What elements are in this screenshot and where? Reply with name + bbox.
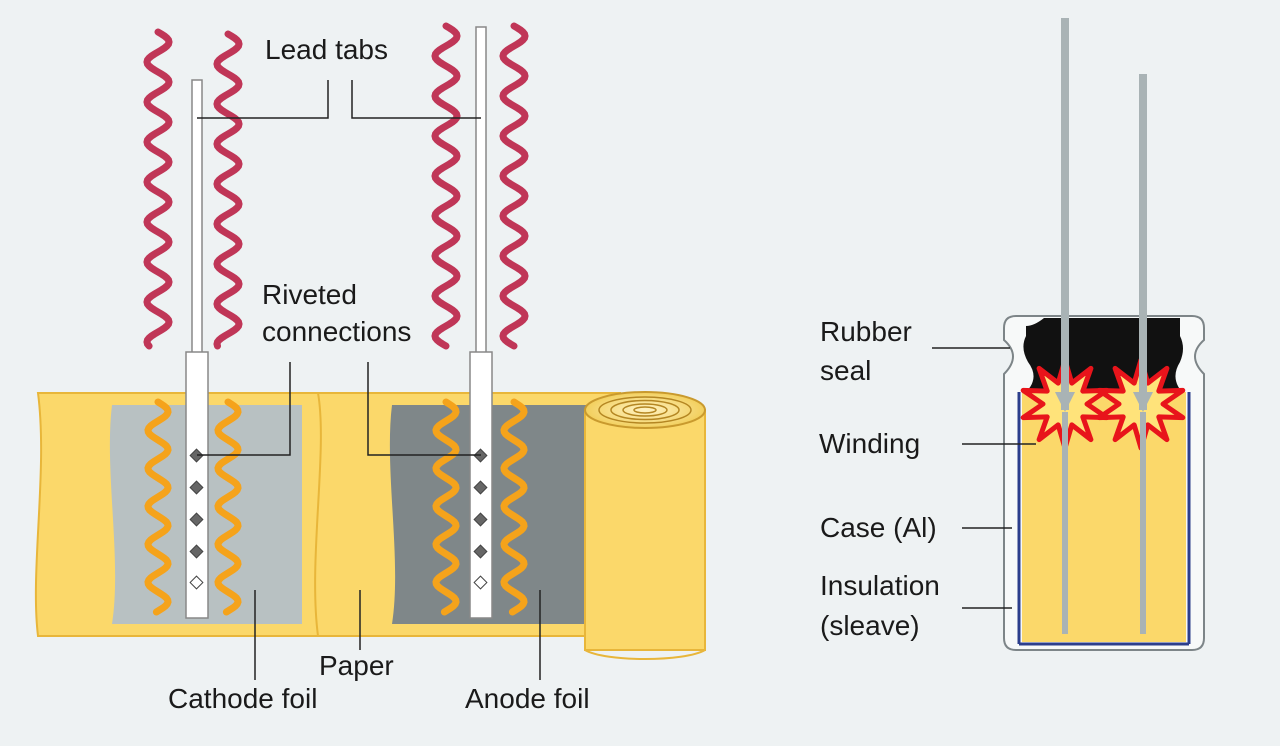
label-riveted-line2: connections bbox=[262, 316, 412, 347]
label-rubber-line1: Rubber bbox=[820, 316, 912, 347]
label-paper: Paper bbox=[319, 650, 394, 681]
heat-wave-warm-4 bbox=[500, 398, 528, 616]
label-lead-tabs: Lead tabs bbox=[265, 34, 388, 65]
lead-tab-left bbox=[185, 79, 209, 619]
unwound-winding bbox=[34, 391, 706, 660]
roll-body bbox=[584, 409, 706, 651]
lead-tab-right bbox=[469, 26, 493, 619]
leader-lines-left bbox=[197, 80, 541, 680]
capacitor-cutaway bbox=[1003, 18, 1205, 651]
roll-end bbox=[584, 391, 706, 429]
heat-wave-warm-2 bbox=[214, 398, 242, 616]
heat-wave-warm-3 bbox=[432, 398, 460, 616]
lead-wire-right bbox=[1139, 74, 1147, 410]
lead-wire-left bbox=[1061, 18, 1069, 410]
heat-wave-warm-1 bbox=[144, 398, 172, 616]
heat-wave-hot-2 bbox=[213, 30, 243, 350]
label-rubber-line2: seal bbox=[820, 355, 872, 386]
heat-wave-hot-4 bbox=[499, 22, 529, 350]
paper-layer-edge bbox=[314, 392, 322, 637]
label-insulation-line2: (sleave) bbox=[820, 610, 920, 641]
leader-lines-right bbox=[932, 347, 1036, 609]
label-cathode-foil: Cathode foil bbox=[168, 683, 318, 714]
rivets-left bbox=[189, 448, 204, 590]
label-case: Case (Al) bbox=[820, 512, 937, 543]
insulation-sleeve bbox=[1017, 392, 1191, 646]
label-winding: Winding bbox=[819, 428, 921, 459]
label-anode-foil: Anode foil bbox=[465, 683, 590, 714]
label-riveted-line1: Riveted bbox=[262, 279, 357, 310]
heat-wave-hot-1 bbox=[143, 28, 173, 350]
heat-wave-hot-3 bbox=[431, 22, 461, 350]
label-insulation-line1: Insulation bbox=[820, 570, 940, 601]
heat-waves bbox=[143, 22, 529, 616]
